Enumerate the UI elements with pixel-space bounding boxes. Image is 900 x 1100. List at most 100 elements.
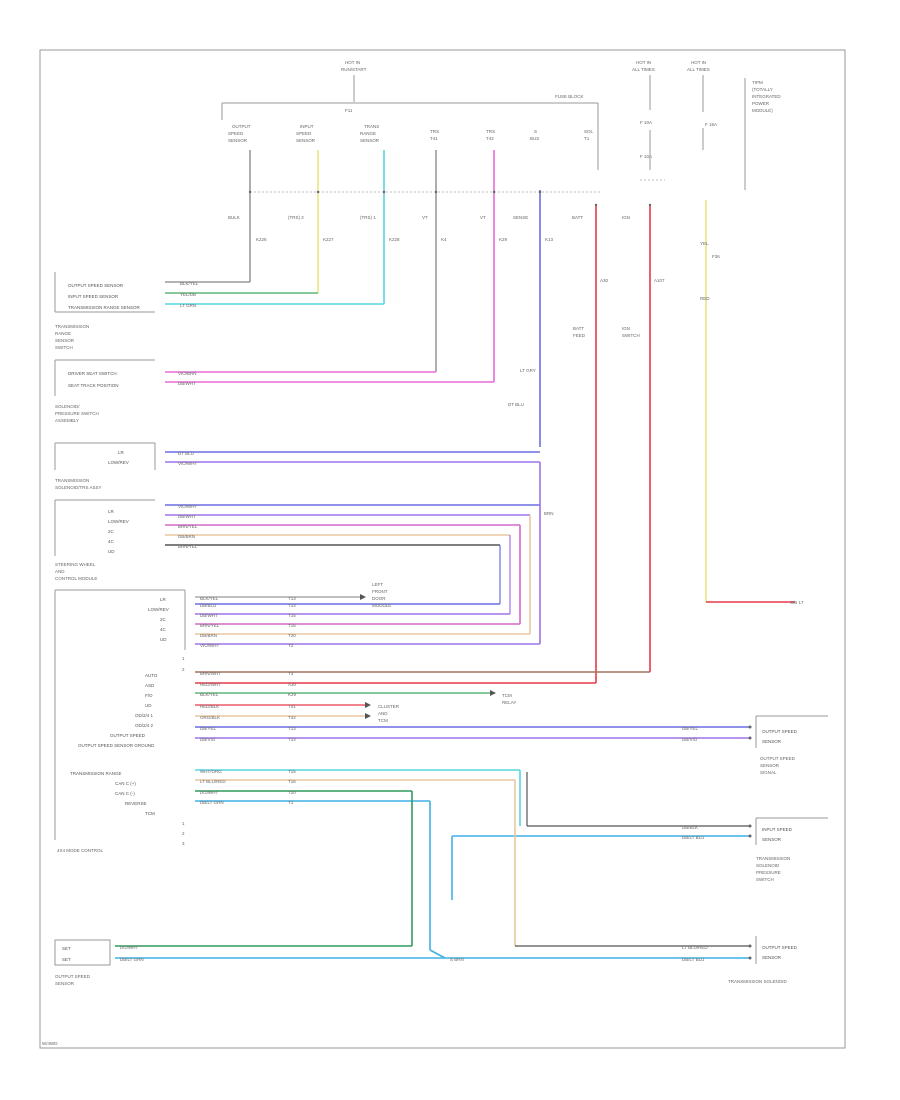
top-conn-6: S	[534, 129, 537, 134]
svg-text:FEED: FEED	[573, 333, 586, 338]
svg-text:SENSOR: SENSOR	[228, 138, 248, 143]
svg-text:SENSOR: SENSOR	[296, 138, 316, 143]
svg-text:LT GRY: LT GRY	[520, 368, 536, 373]
svg-text:K13: K13	[545, 237, 554, 242]
relay-note-3: INTEGRATED	[752, 94, 781, 99]
svg-text:A30: A30	[600, 278, 609, 283]
fuse-center-fuse: F11	[345, 108, 353, 113]
svg-text:VIO/BRN: VIO/BRN	[178, 371, 197, 376]
left-arrow-note-3: DOOR	[372, 596, 386, 601]
left-arrow-note-2: FRONT	[372, 589, 388, 594]
svg-text:3: 3	[182, 841, 185, 846]
svg-text:VT: VT	[480, 215, 486, 220]
fuse-row-label: FUSE BLOCK	[555, 94, 584, 99]
svg-text:SENSOR: SENSOR	[762, 739, 782, 744]
right-fuse-c: F 10A	[640, 154, 652, 159]
svg-text:DB/YEL: DB/YEL	[682, 726, 699, 731]
right-bottom-2: SENSOR	[762, 955, 782, 960]
svg-text:BRN/WHT: BRN/WHT	[200, 671, 221, 676]
right-mid-1: OUTPUT SPEED	[760, 756, 796, 761]
block-solenoid: LR LOW/REV 2C 4C UD VIO/WHT DB/WHT BRN/Y…	[54, 499, 540, 581]
svg-text:BLK/YEL: BLK/YEL	[200, 692, 219, 697]
right-bottom-1: OUTPUT SPEED	[762, 945, 798, 950]
trs-title-3: SENSOR	[55, 338, 75, 343]
svg-text:T16: T16	[288, 779, 296, 784]
harness-title-1: TRANSMISSION	[55, 478, 89, 483]
svg-text:DB/YEL: DB/YEL	[200, 726, 217, 731]
svg-text:VT: VT	[422, 215, 428, 220]
svg-text:(TRS) 1: (TRS) 1	[360, 215, 376, 220]
svg-text:K29: K29	[499, 237, 508, 242]
svg-text:T13: T13	[288, 596, 296, 601]
center-note2-3: TCM	[378, 718, 388, 723]
svg-text:BLK/YEL: BLK/YEL	[200, 596, 219, 601]
harness-title-2: SOLENOID/TRS ASSY	[55, 485, 102, 490]
block1-label-3: TRANSMISSION RANGE SENSOR	[68, 305, 141, 310]
right-bottom-caption: TRANSMISSION SOLENOID	[728, 979, 788, 984]
right-low-cap-1: TRANSMISSION	[756, 856, 790, 861]
svg-text:SENSE: SENSE	[513, 215, 528, 220]
svg-text:UD: UD	[108, 549, 115, 554]
svg-text:YEL: YEL	[700, 241, 709, 246]
right-red-tag: S/B 17	[790, 600, 804, 605]
top-conn-4: TRS	[430, 129, 439, 134]
block2-label-1: DRIVER SEAT SWITCH	[68, 371, 117, 376]
svg-text:DT BLU: DT BLU	[178, 451, 194, 456]
right-low-cap-2: SOLENOID	[756, 863, 780, 868]
svg-text:T20: T20	[288, 633, 296, 638]
left-arrow-note-4: MODULE	[372, 603, 391, 608]
svg-text:S BRN: S BRN	[450, 957, 464, 962]
svg-text:CAN C (-): CAN C (-)	[115, 791, 135, 796]
svg-text:T42: T42	[486, 136, 494, 141]
svg-text:1: 1	[182, 821, 185, 826]
svg-text:BLK/YEL: BLK/YEL	[180, 281, 199, 286]
svg-text:DB/LT GRN: DB/LT GRN	[120, 957, 144, 962]
svg-text:LT BLU/RED: LT BLU/RED	[682, 945, 708, 950]
svg-text:UD: UD	[145, 703, 152, 708]
svg-text:2C: 2C	[160, 617, 167, 622]
svg-text:BULK: BULK	[228, 215, 240, 220]
block-lr-switch: LR LOW/REV DT BLU VIO/WHT TRANSMISSION S…	[54, 442, 540, 490]
trs-title-1: TRANSMISSION	[55, 324, 89, 329]
svg-text:DB/WHT: DB/WHT	[178, 514, 196, 519]
svg-text:T41: T41	[288, 704, 296, 709]
diagram-frame	[39, 49, 846, 1049]
block1-label-1: OUTPUT SPEED SENSOR	[68, 283, 124, 288]
relay-note-2: (TOTALLY	[752, 87, 773, 92]
relay-note-5: MODULE)	[752, 108, 773, 113]
svg-text:OUTPUT SPEED SENSOR GROUND: OUTPUT SPEED SENSOR GROUND	[78, 743, 155, 748]
svg-text:DG/WHT: DG/WHT	[200, 790, 218, 795]
svg-text:REVERSE: REVERSE	[125, 801, 147, 806]
svg-text:WHT/ORG: WHT/ORG	[200, 769, 222, 774]
svg-text:AUTO: AUTO	[145, 673, 158, 678]
svg-text:T41: T41	[430, 136, 438, 141]
bl-cap-1: OUTPUT SPEED	[55, 974, 91, 979]
pressure-title-2: PRESSURE SWITCH	[55, 411, 99, 416]
svg-text:SWITCH: SWITCH	[622, 333, 640, 338]
pcm-connector: LR LOW/REV 2C 4C UD BLK/YEL DB/BLU DB/WH…	[54, 462, 750, 853]
right-low-1: INPUT SPEED	[762, 827, 793, 832]
left-arrow-note-1: LEFT	[372, 582, 383, 587]
svg-text:DB/VIO: DB/VIO	[682, 737, 698, 742]
right-mid-3: SIGNAL	[760, 770, 777, 775]
corner-text: W/4WD	[42, 1041, 58, 1046]
right-fuse-a: F 10A	[640, 120, 652, 125]
svg-text:2C: 2C	[108, 529, 115, 534]
trs-title-4: SWITCH	[55, 345, 73, 350]
svg-text:LR: LR	[160, 597, 167, 602]
block2-label-2: SEAT TRACK POSITION	[68, 383, 119, 388]
svg-text:DG/WHT: DG/WHT	[120, 945, 138, 950]
svg-text:BRN: BRN	[544, 511, 554, 516]
svg-text:SPEED: SPEED	[228, 131, 244, 136]
fuse-center-label-2: RUN/START	[341, 67, 367, 72]
top-conn-3: TRANS	[364, 124, 379, 129]
svg-text:(TRS) 2: (TRS) 2	[288, 215, 304, 220]
fuse-center-label-1: HOT IN	[345, 60, 360, 65]
svg-text:T20: T20	[288, 790, 296, 795]
svg-text:VIO/WHT: VIO/WHT	[200, 643, 219, 648]
svg-text:DB/LT BLU: DB/LT BLU	[682, 835, 704, 840]
block1-label-2: INPUT SPEED SENSOR	[68, 294, 119, 299]
right-low-cap-4: SWITCH	[756, 877, 774, 882]
svg-text:BRN/YEL: BRN/YEL	[200, 623, 220, 628]
